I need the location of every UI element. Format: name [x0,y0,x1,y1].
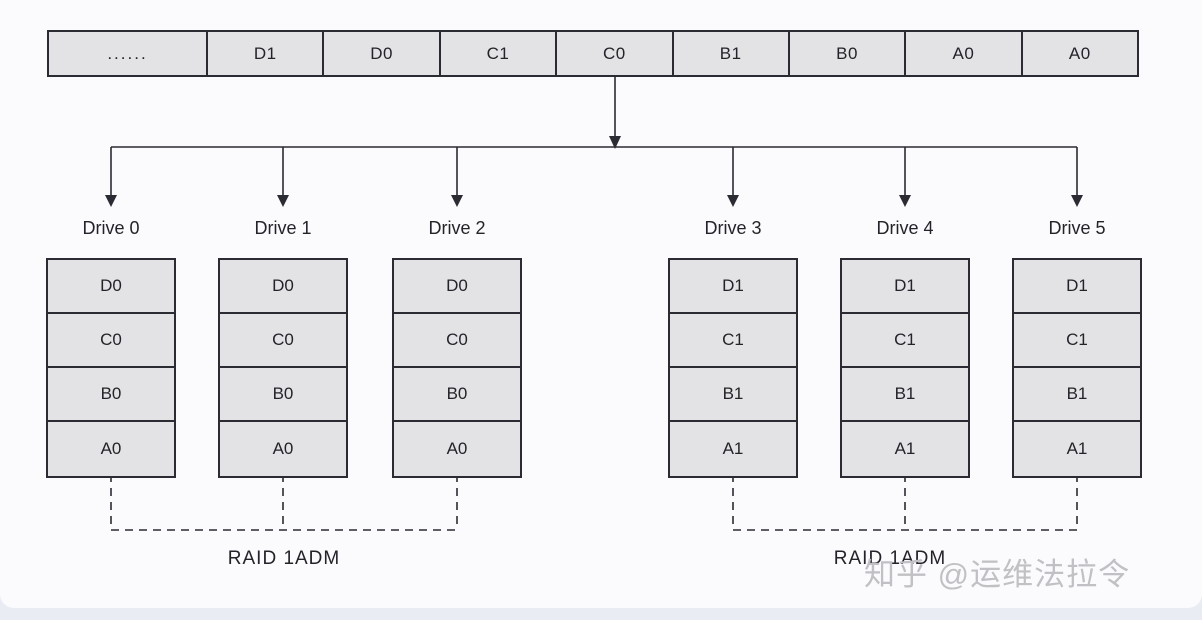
drive-box-5: D1 C1 B1 A1 [1012,258,1142,478]
drive-1-block-1: C0 [220,314,346,368]
drive-column-5: Drive 5 D1 C1 B1 A1 [1012,218,1142,478]
drive-column-3: Drive 3 D1 C1 B1 A1 [668,218,798,478]
mirror-bracket-left [110,474,458,531]
drive-label-3: Drive 3 [704,218,762,238]
drive-column-4: Drive 4 D1 C1 B1 A1 [840,218,970,478]
drive-label-5: Drive 5 [1048,218,1106,238]
drive-4-block-1: C1 [842,314,968,368]
drive-box-3: D1 C1 B1 A1 [668,258,798,478]
drive-column-0: Drive 0 D0 C0 B0 A0 [46,218,176,478]
stream-cell-ellipsis: ...... [49,32,208,75]
mirror-bracket-right [732,474,1078,531]
drive-column-1: Drive 1 D0 C0 B0 A0 [218,218,348,478]
stream-cell-b0: B0 [790,32,907,75]
drive-box-4: D1 C1 B1 A1 [840,258,970,478]
stream-cell-a0-second: A0 [1068,43,1091,63]
drive-label-0: Drive 0 [82,218,140,238]
drive-0-block-0: D0 [48,260,174,314]
drive-box-1: D0 C0 B0 A0 [218,258,348,478]
drive-label-2: Drive 2 [428,218,486,238]
drive-label-1: Drive 1 [254,218,312,238]
drive-5-block-2: B1 [1014,368,1140,422]
arrowhead-drive-3 [727,195,739,207]
drive-3-block-1: C1 [670,314,796,368]
stem-arrowhead [609,136,621,149]
stream-cell-a0-first: A0 [906,32,1023,75]
stream-cell-b1: B1 [674,32,790,75]
stream-cell-d1: D1 [208,32,325,75]
drive-3-block-2: B1 [670,368,796,422]
raid-group-label-left: RAID 1ADM [227,548,341,569]
drive-3-block-0: D1 [670,260,796,314]
drive-label-4: Drive 4 [876,218,934,238]
drive-column-2: Drive 2 D0 C0 B0 A0 [392,218,522,478]
drive-5-block-0: D1 [1014,260,1140,314]
drive-0-block-2: B0 [48,368,174,422]
drive-box-0: D0 C0 B0 A0 [46,258,176,478]
drive-2-block-1: C0 [394,314,520,368]
drive-4-block-2: B1 [842,368,968,422]
arrowhead-drive-1 [277,195,289,207]
arrowhead-drive-0 [105,195,117,207]
drive-1-block-0: D0 [220,260,346,314]
drive-1-block-3: A0 [272,439,294,458]
drive-5-block-1: C1 [1014,314,1140,368]
stream-cell-c1: C1 [441,32,558,75]
stream-cell-c0: C0 [557,32,674,75]
drive-2-block-2: B0 [394,368,520,422]
drive-2-block-3: A0 [446,439,468,458]
drive-4-block-0: D1 [842,260,968,314]
arrowhead-drive-5 [1071,195,1083,207]
watermark: 知乎 @运维法拉令 [864,557,1131,592]
arrowhead-drive-2 [451,195,463,207]
drive-0-block-3: A0 [100,439,122,458]
raid-group-label-right: RAID 1ADM [833,548,947,569]
drive-box-2: D0 C0 B0 A0 [392,258,522,478]
drive-0-block-1: C0 [48,314,174,368]
arrowhead-drive-4 [899,195,911,207]
drive-5-block-3: A1 [1066,439,1088,458]
data-stream-bar: ...... D1 D0 C1 C0 B1 B0 A0 A0 [47,30,1139,77]
drive-3-block-3: A1 [722,439,744,458]
drive-1-block-2: B0 [220,368,346,422]
drive-2-block-0: D0 [394,260,520,314]
stream-cell-d0: D0 [324,32,441,75]
drive-4-block-3: A1 [894,439,916,458]
